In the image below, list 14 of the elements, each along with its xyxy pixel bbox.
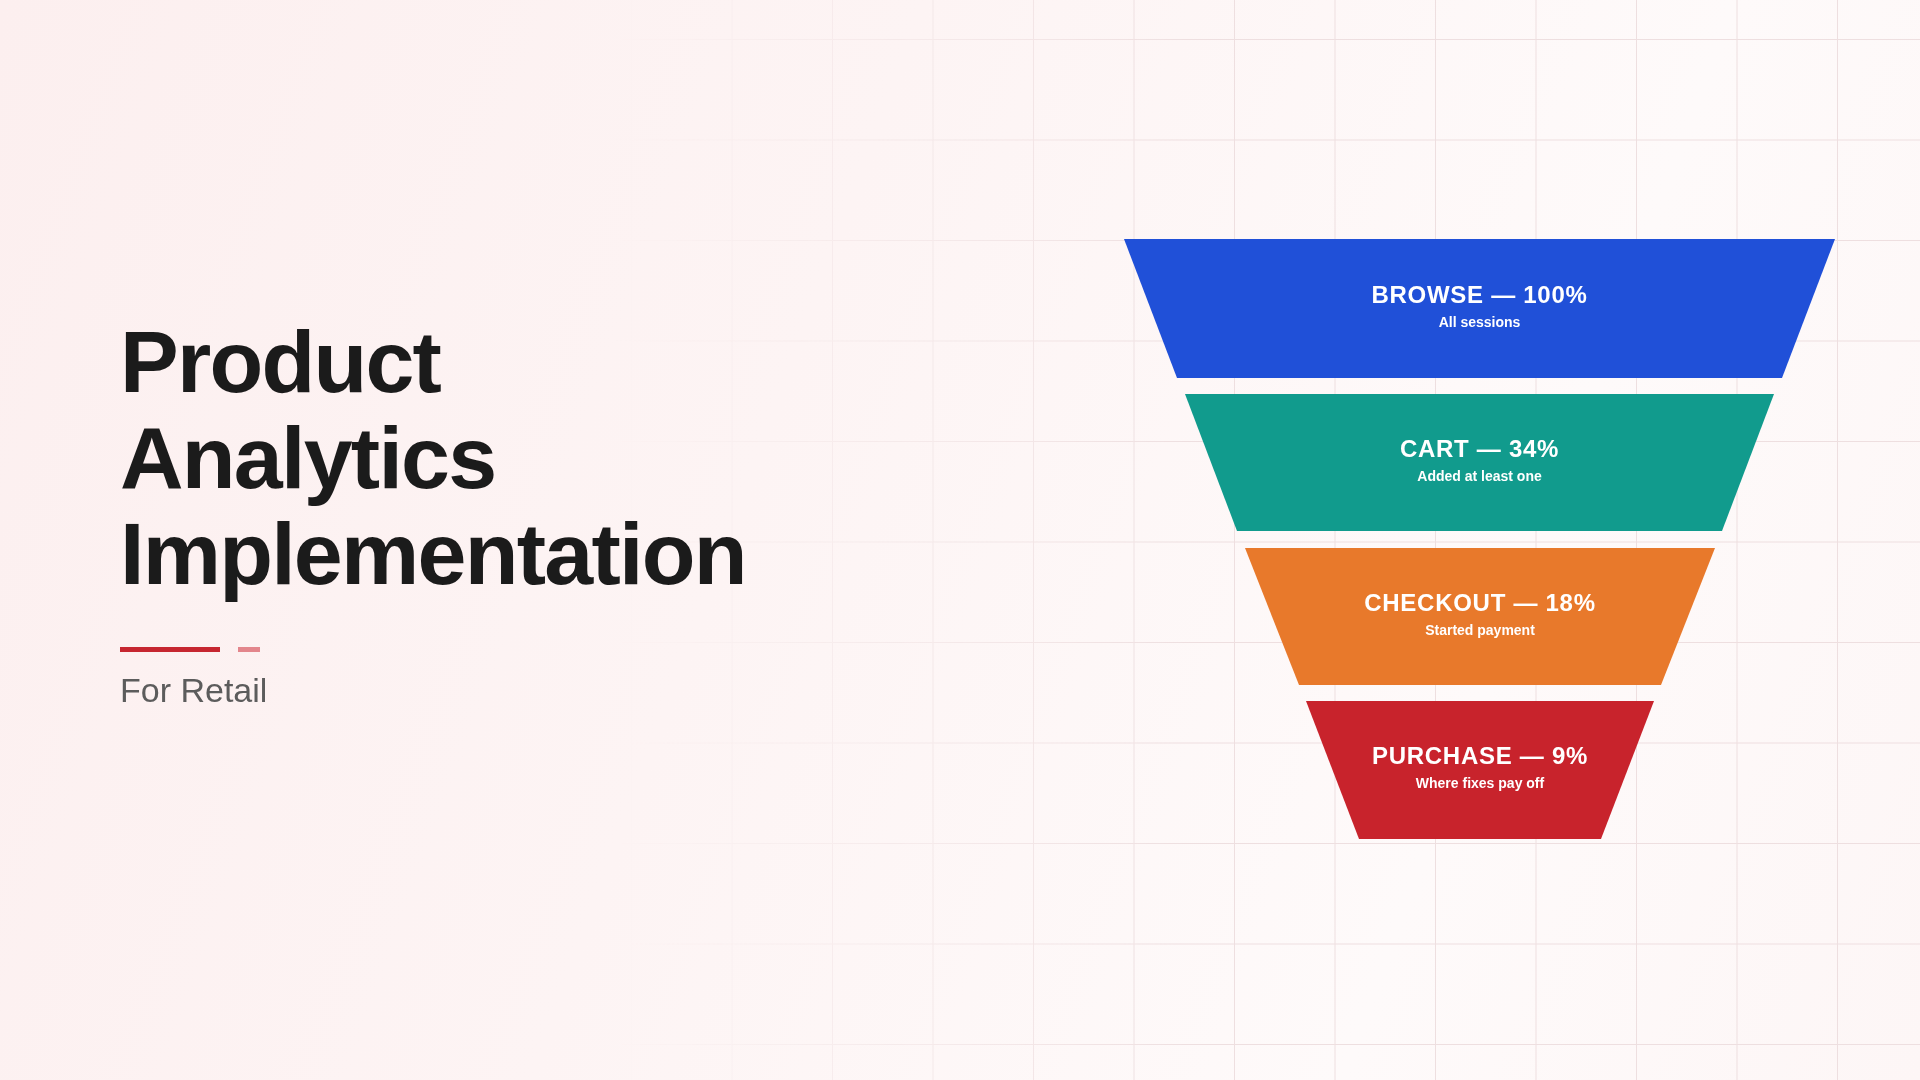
funnel-stage	[1245, 548, 1715, 685]
stage-description: Added at least one	[1417, 466, 1542, 485]
funnel-stage	[1185, 394, 1774, 531]
stage-title: BROWSE — 100%	[1371, 280, 1588, 309]
stage-title: PURCHASE — 9%	[1371, 742, 1589, 770]
stage-description: Started payment	[1425, 620, 1535, 639]
stage-description: Where fixes pay off	[1415, 774, 1545, 792]
slide-title: Product Analytics Implementation	[120, 314, 747, 602]
stage-title: CART — 34%	[1399, 434, 1560, 463]
subtitle: For Retail	[120, 670, 268, 710]
stage-title: CHECKOUT — 18%	[1364, 588, 1596, 617]
funnel-stage	[1306, 701, 1654, 839]
funnel-stage	[1124, 239, 1835, 378]
stage-description: All sessions	[1438, 312, 1521, 331]
